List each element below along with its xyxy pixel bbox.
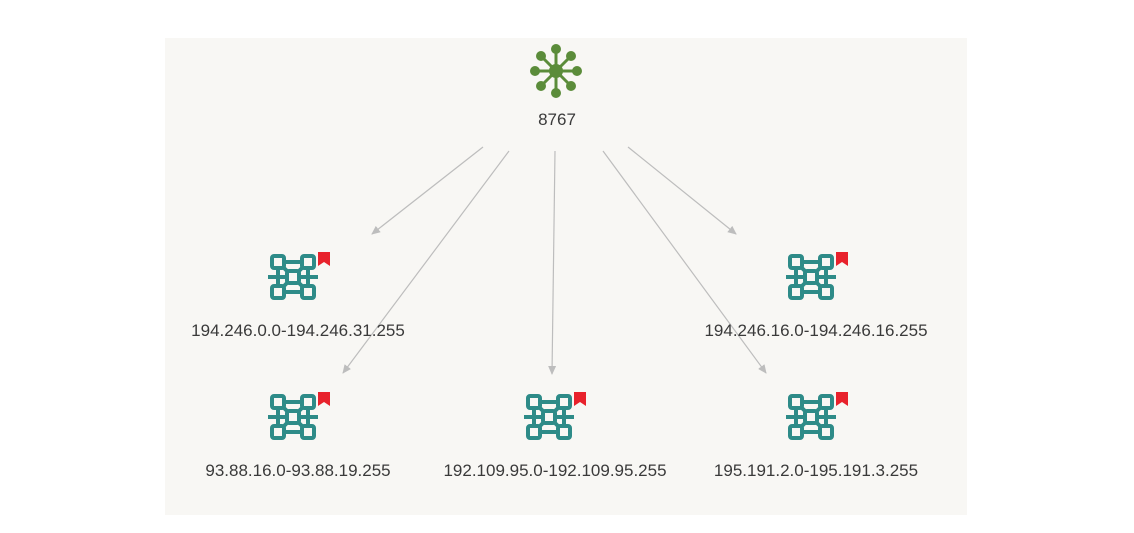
flag-icon	[836, 252, 848, 266]
netblock-label: 194.246.16.0-194.246.16.255	[704, 321, 928, 340]
edge-root-nb4	[548, 150, 557, 375]
netblock-icon	[786, 252, 848, 300]
root-node-label: 8767	[538, 110, 576, 129]
flag-icon	[318, 252, 330, 266]
netblock-icon	[786, 392, 848, 440]
edge-root-nb2	[627, 146, 737, 235]
netblock-node[interactable]	[266, 390, 332, 448]
flag-icon	[318, 392, 330, 406]
netblock-node[interactable]	[784, 250, 850, 308]
flag-icon	[836, 392, 848, 406]
netblock-label: 195.191.2.0-195.191.3.255	[713, 461, 919, 480]
edge-root-nb3	[342, 150, 510, 374]
netblock-icon	[268, 392, 330, 440]
hub-network-icon	[530, 44, 582, 98]
netblock-node[interactable]	[784, 390, 850, 448]
edge-root-nb1	[371, 146, 484, 235]
netblock-label: 192.109.95.0-192.109.95.255	[443, 461, 667, 480]
netblock-node[interactable]	[266, 250, 332, 308]
netblock-icon	[524, 392, 586, 440]
flag-icon	[574, 392, 586, 406]
netblock-node[interactable]	[522, 390, 588, 448]
netblock-label: 194.246.0.0-194.246.31.255	[191, 321, 405, 340]
root-node[interactable]	[527, 42, 585, 100]
edge-root-nb5	[602, 150, 767, 374]
netblock-label: 93.88.16.0-93.88.19.255	[205, 461, 391, 480]
netblock-icon	[268, 252, 330, 300]
